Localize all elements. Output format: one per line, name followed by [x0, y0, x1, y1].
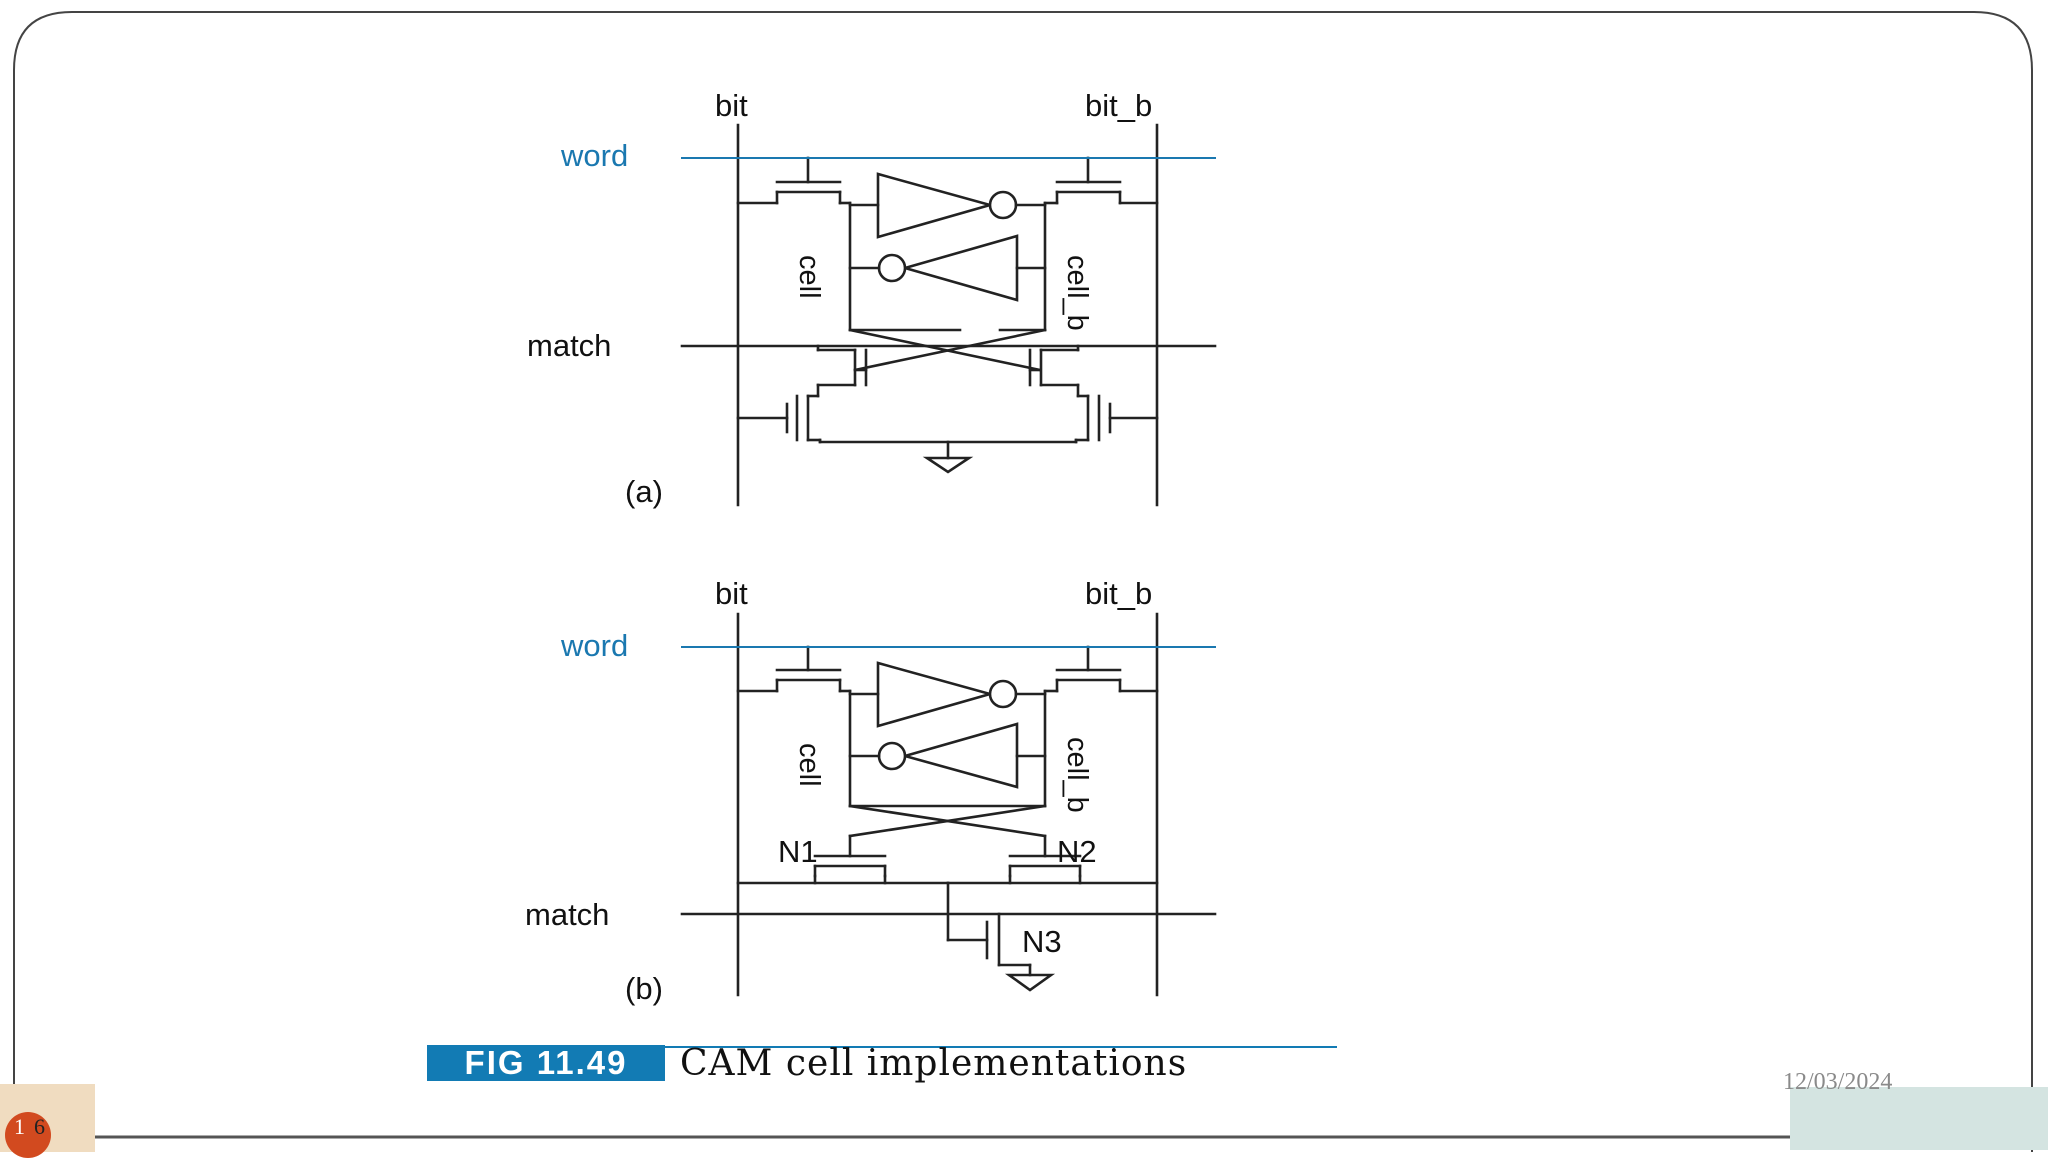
slide-number-digit-2: 6	[34, 1114, 54, 1139]
slide-date: 12/03/2024	[1783, 1069, 1893, 1095]
figure-tag: FIG 11.49	[427, 1045, 665, 1081]
cell-label-b: cell	[793, 743, 825, 787]
word-label-b: word	[560, 628, 628, 663]
word-label-a: word	[560, 138, 628, 173]
cell-b-label-a: cell_b	[1061, 255, 1093, 331]
slide-number: 16	[14, 1114, 54, 1140]
transistor-n1-label: N1	[778, 834, 818, 869]
bit-b-label-b: bit_b	[1085, 576, 1152, 611]
caption-rule	[427, 1046, 1337, 1048]
transistor-n2-label: N2	[1057, 834, 1097, 869]
footer-teal-block	[1790, 1087, 2048, 1150]
transistor-n3-label: N3	[1022, 924, 1062, 959]
cell-b-label-b: cell_b	[1061, 737, 1093, 813]
bit-b-label-a: bit_b	[1085, 88, 1152, 123]
slide-number-digit-1: 1	[14, 1114, 34, 1139]
diagram-a	[680, 123, 1217, 507]
figure-caption: CAM cell implementations	[680, 1043, 1188, 1084]
cell-label-a: cell	[793, 255, 825, 299]
slide-number-badge	[5, 1112, 51, 1158]
figure-label-b: (b)	[625, 971, 663, 1006]
figure-label-a: (a)	[625, 474, 663, 509]
match-label-a: match	[527, 328, 611, 363]
diagram-b	[680, 612, 1217, 997]
match-label-b: match	[525, 897, 609, 932]
bit-label-b: bit	[715, 576, 748, 611]
bit-label-a: bit	[715, 88, 748, 123]
